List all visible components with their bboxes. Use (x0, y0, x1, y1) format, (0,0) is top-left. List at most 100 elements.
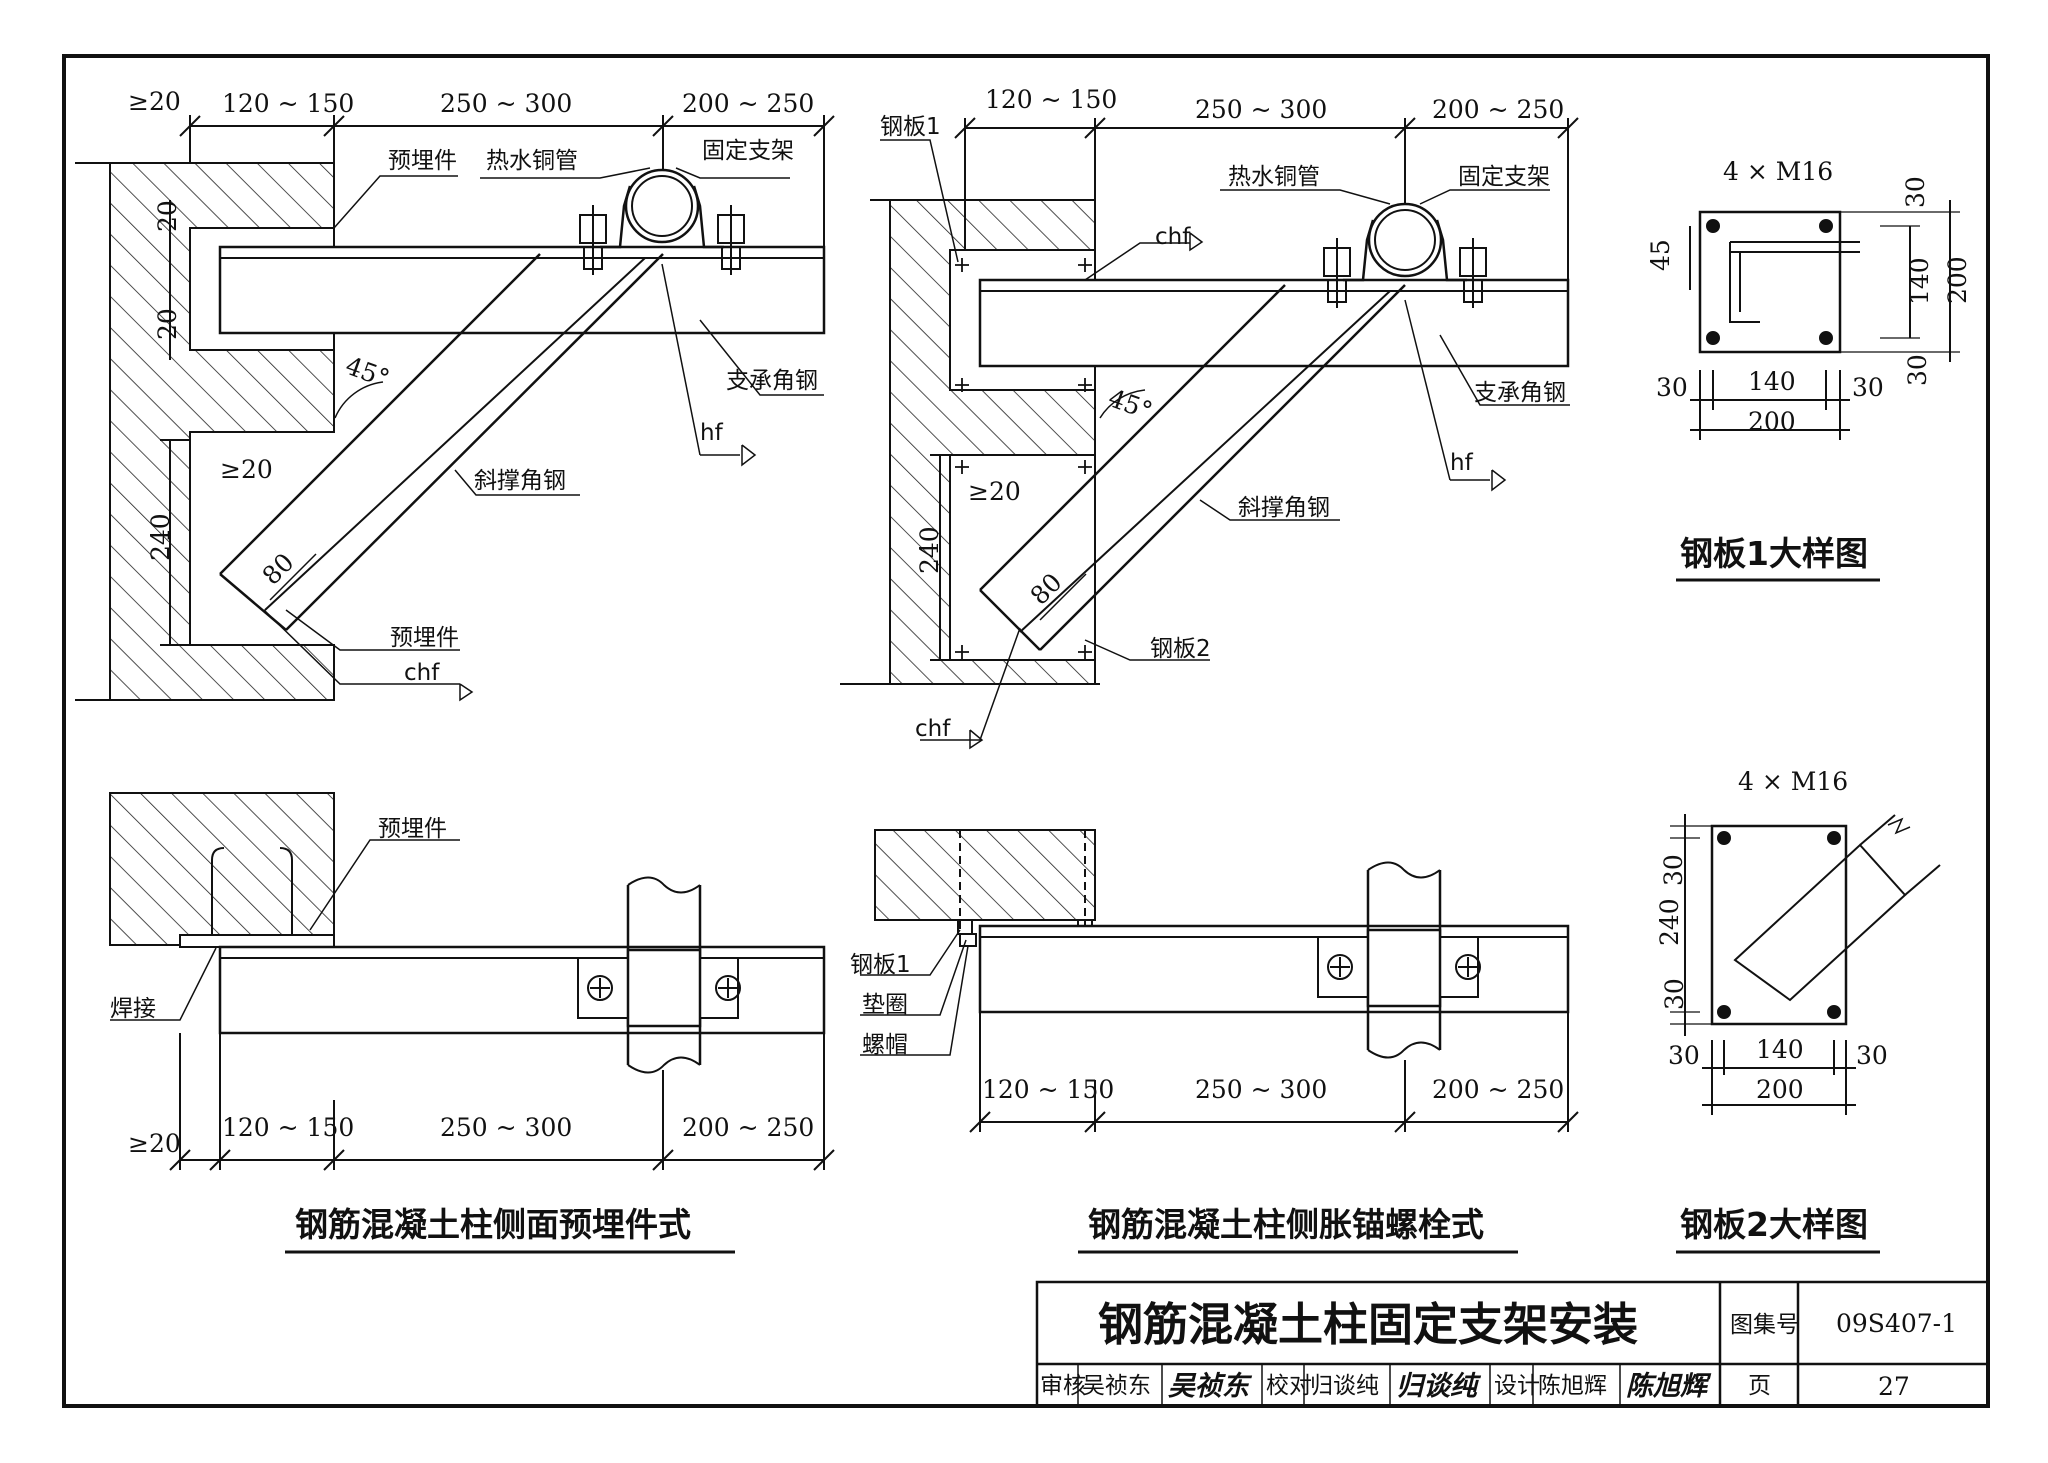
detail1-dim-h200: 200 (1748, 407, 1796, 436)
page-label: 页 (1748, 1373, 1771, 1399)
label-a-support-angle: 支承角钢 (726, 368, 818, 394)
detail2-dim-v240: 240 (1655, 898, 1684, 946)
atlas-label: 图集号 (1730, 1312, 1799, 1338)
detail2-dim-v30b: 30 (1660, 978, 1689, 1010)
dim-a-angle: 45° (342, 351, 394, 393)
fixed-clamp-a (600, 185, 724, 249)
dim-b-d3: 200 ~ 250 (1432, 95, 1564, 124)
dim-b-d1: 120 ~ 150 (985, 85, 1117, 114)
checker-signature: 归谈纯 (1396, 1371, 1482, 1402)
support-angle-beam (218, 245, 826, 335)
dim-b-b1: 120 ~ 150 (982, 1075, 1114, 1104)
label-a-weld: 焊接 (110, 996, 156, 1022)
caption-detail1: 钢板1大样图 (1680, 534, 1868, 573)
steel-plate2-b (949, 454, 1096, 661)
diagram-a-plan (109, 792, 835, 1171)
dim-a-d2: 250 ~ 300 (440, 89, 572, 118)
review-label: 审核 (1040, 1373, 1086, 1399)
label-b-plate2: 钢板2 (1150, 636, 1211, 662)
steel-plate1-detail (1698, 210, 1842, 354)
detail2-dim-h30l: 30 (1668, 1041, 1700, 1070)
check-label: 校对 (1266, 1373, 1312, 1399)
reviewer-name: 吴祯东 (1082, 1373, 1151, 1399)
detail1-dim-h30l: 30 (1656, 373, 1688, 402)
detail-1-drawing (1689, 200, 1960, 440)
hot-water-pipe-b (1367, 202, 1443, 278)
label-b-fixed-support: 固定支架 (1458, 164, 1550, 190)
detail1-dim-bot30: 30 (1903, 354, 1932, 386)
detail2-bolts: 4 × M16 (1738, 767, 1848, 796)
diagram-a-elevation (75, 115, 835, 702)
dim-a-min-bottom: ≥20 (128, 1129, 181, 1158)
checker-name: 归谈纯 (1310, 1373, 1379, 1399)
hot-water-pipe-a (624, 168, 700, 244)
brace-angle-steel-b (979, 284, 1406, 651)
caption-b: 钢筋混凝土柱侧胀锚螺栓式 (1088, 1205, 1484, 1244)
weld-b-chf-bottom: chf (915, 716, 951, 742)
dim-b-d2: 250 ~ 300 (1195, 95, 1327, 124)
title-block (1035, 1280, 1990, 1408)
detail2-dim-h200: 200 (1756, 1075, 1804, 1104)
brace-angle-steel (219, 253, 664, 631)
drawing-title: 钢筋混凝土柱固定支架安装 (1098, 1298, 1638, 1351)
steel-plate2-detail (1710, 824, 1848, 1026)
dim-a-b3: 200 ~ 250 (682, 1113, 814, 1142)
dim-b-angle: 45° (1105, 383, 1157, 425)
label-a-hot-pipe: 热水铜管 (486, 148, 578, 174)
bolts-b (1323, 238, 1487, 308)
caption-a: 钢筋混凝土柱侧面预埋件式 (295, 1205, 691, 1244)
detail1-bolts: 4 × M16 (1723, 157, 1833, 186)
label-a-embed-top: 预埋件 (388, 148, 457, 174)
dim-a-v240: 240 (146, 513, 175, 561)
weld-b-chf-top: chf (1155, 224, 1191, 250)
dim-a-v20b: 20 (153, 308, 182, 340)
embed-plate-a-plan (179, 934, 335, 948)
label-b-washer: 垫圈 (862, 992, 908, 1018)
label-a-embed-bottom: 预埋件 (390, 625, 459, 651)
dim-a-d1: 120 ~ 150 (222, 89, 354, 118)
dim-a-v20a: 20 (153, 200, 182, 232)
weld-a-chf: chf (404, 660, 440, 686)
atlas-number: 09S407-1 (1836, 1309, 1957, 1338)
design-label: 设计 (1494, 1373, 1540, 1399)
dim-a-min-top: ≥20 (128, 87, 181, 116)
detail2-dim-h140: 140 (1756, 1035, 1804, 1064)
label-b-plate1: 钢板1 (880, 114, 941, 140)
detail1-dim-outer: 200 (1943, 256, 1972, 304)
bolts-a (579, 205, 745, 275)
diagram-a-plan-texts: 预埋件 焊接 ≥20 120 ~ 150 250 ~ 300 200 ~ 250… (110, 816, 814, 1244)
support-angle-beam-b (978, 278, 1570, 368)
dim-b-b2: 250 ~ 300 (1195, 1075, 1327, 1104)
dim-a-b2: 250 ~ 300 (440, 1113, 572, 1142)
diagram-b-plan-texts: 钢板1 垫圈 螺帽 120 ~ 150 250 ~ 300 200 ~ 250 … (850, 952, 1564, 1244)
diagram-b-texts: 120 ~ 150 250 ~ 300 200 ~ 250 钢板1 热水铜管 固… (880, 85, 1566, 742)
detail1-dim-top30: 30 (1901, 176, 1930, 208)
sheet-border (62, 54, 1990, 1408)
dim-b-min-mid: ≥20 (968, 477, 1021, 506)
detail1-dim-h30r: 30 (1852, 373, 1884, 402)
concrete-column-b-plan (874, 829, 1096, 921)
dim-a-min-mid: ≥20 (220, 455, 273, 484)
detail1-dim-left: 45 (1646, 239, 1675, 271)
label-b-brace-angle: 斜撑角钢 (1238, 495, 1330, 521)
detail-2-texts: 4 × M16 30 240 30 30 140 30 200 钢板2大样图 (1655, 767, 1888, 1244)
weld-a-hf: hf (700, 420, 724, 446)
detail-2-drawing (1670, 814, 1941, 1115)
label-b-nut: 螺帽 (862, 1032, 908, 1058)
dim-b-v240: 240 (915, 526, 944, 574)
title-block-texts: 钢筋混凝土柱固定支架安装 图集号 09S407-1 审核 吴祯东 吴祯东 校对 … (1040, 1298, 1957, 1402)
dim-a-b1: 120 ~ 150 (222, 1113, 354, 1142)
label-a-fixed-support: 固定支架 (702, 138, 794, 164)
label-b-hot-pipe: 热水铜管 (1228, 164, 1320, 190)
diagram-b-plan (860, 829, 1579, 1133)
detail-1-texts: 4 × M16 45 30 140 200 30 30 140 30 200 钢… (1646, 157, 1972, 573)
detail2-dim-h30r: 30 (1856, 1041, 1888, 1070)
designer-signature: 陈旭辉 (1626, 1371, 1712, 1402)
designer-name: 陈旭辉 (1538, 1373, 1607, 1399)
concrete-column-a-plan (109, 792, 335, 946)
caption-detail2: 钢板2大样图 (1680, 1205, 1868, 1244)
weld-b-hf: hf (1450, 450, 1474, 476)
label-a-brace-angle: 斜撑角钢 (474, 468, 566, 494)
label-a-embed-plan: 预埋件 (378, 816, 447, 842)
